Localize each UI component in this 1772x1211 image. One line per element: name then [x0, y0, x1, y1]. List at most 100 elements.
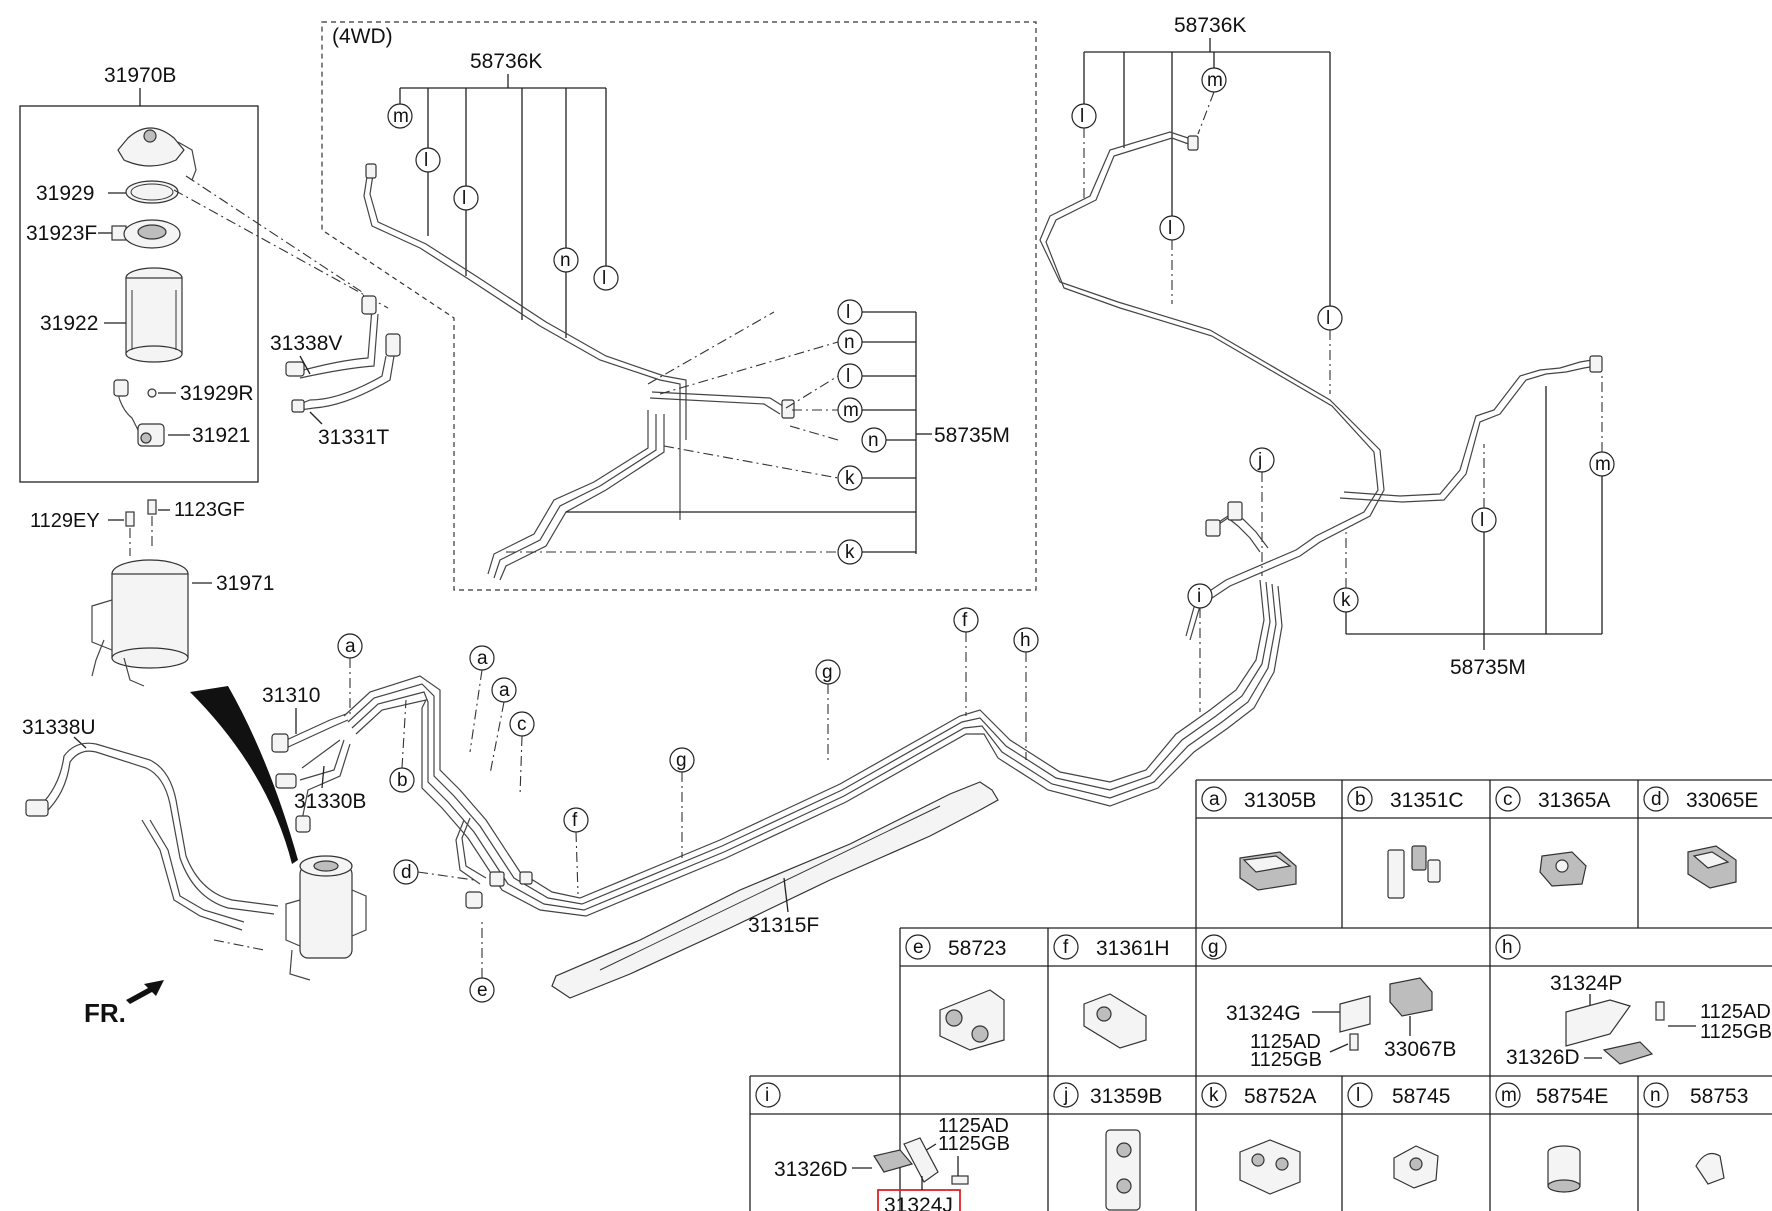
filter-head-part	[117, 127, 197, 181]
callout-l-text: l	[1480, 510, 1484, 531]
fuel-line-protector-part	[551, 781, 999, 999]
callout-l	[453, 185, 479, 211]
legend-part-1125GB: 1125GB	[1700, 1021, 1772, 1043]
legend-part-31305B: 31305B	[1244, 789, 1316, 812]
legend-cell-h: h 31324P 1125AD 1125GB 31326D	[1495, 934, 1772, 1069]
part-label-31929: 31929	[36, 182, 94, 205]
legend-letter-a: a	[1209, 789, 1220, 810]
filter-cartridge-part	[125, 267, 183, 363]
legend-part-31324P: 31324P	[1550, 972, 1622, 995]
legend-cell-k: k 58752A	[1201, 1082, 1316, 1195]
legend-table: a 31305B b 31351C c 31365A d 33065E	[749, 779, 1772, 1211]
part-label-58736K-4wd: 58736K	[470, 50, 542, 73]
legend-part-1125AD: 1125AD	[1250, 1031, 1321, 1053]
callout-g-text: g	[822, 662, 833, 683]
callout-l-text: l	[1168, 218, 1172, 239]
callout-f-text: f	[572, 810, 578, 831]
legend-letter-l: l	[1356, 1085, 1360, 1106]
part-label-31923F: 31923F	[26, 222, 97, 245]
screw-part	[147, 499, 157, 515]
callout-e-text: e	[477, 980, 488, 1001]
legend-part-1125AD: 1125AD	[1700, 1001, 1771, 1023]
water-sensor-part	[113, 379, 165, 447]
legend-part-31324G: 31324G	[1226, 1002, 1301, 1025]
legend-part-58745: 58745	[1392, 1085, 1450, 1108]
filter-kit-box	[19, 105, 259, 483]
callout-b-text: b	[397, 770, 408, 791]
legend-cell-a: a 31305B	[1201, 786, 1316, 891]
legend-cell-i: i 1125AD 1125GB 31326D 31324J	[755, 1082, 1010, 1211]
legend-part-1125AD: 1125AD	[938, 1115, 1009, 1137]
callout-m	[387, 103, 413, 129]
legend-cell-c: c 31365A	[1495, 786, 1610, 887]
legend-cell-g: g 31324G 1125AD 1125GB 33067B	[1201, 934, 1456, 1071]
legend-cell-l: l 58745	[1347, 1082, 1450, 1189]
part-label-31338U: 31338U	[22, 716, 96, 739]
legend-part-31359B: 31359B	[1090, 1085, 1162, 1108]
part-label-58735M-4wd: 58735M	[934, 424, 1010, 447]
legend-cell-b: b 31351C	[1347, 786, 1464, 899]
filter-cap-part	[111, 219, 181, 249]
callout-a-text: a	[477, 648, 488, 669]
part-label-31921: 31921	[192, 424, 250, 447]
legend-letter-m: m	[1501, 1085, 1517, 1106]
connection-indicator-arrow	[190, 686, 298, 864]
callout-n	[553, 247, 579, 273]
callout-n-text: n	[844, 332, 855, 353]
small-o-ring-part	[147, 388, 157, 398]
callout-m-text: m	[843, 400, 859, 421]
part-label-31929R: 31929R	[180, 382, 254, 405]
part-label-58736K-rear: 58736K	[1174, 14, 1246, 37]
rear-brake-line-group: 58736K l m l l j k	[1039, 14, 1615, 679]
callout-d-text: d	[401, 862, 412, 883]
callout-k-text: k	[845, 468, 855, 489]
part-label-1123GF: 1123GF	[174, 499, 245, 521]
part-label-31338V: 31338V	[270, 332, 342, 355]
legend-part-31351C: 31351C	[1390, 789, 1464, 812]
bolt-part	[125, 511, 135, 527]
legend-part-58753: 58753	[1690, 1085, 1748, 1108]
callout-k-text: k	[845, 542, 855, 563]
highlighted-part-box	[877, 1189, 961, 1211]
callout-l-text: l	[1080, 106, 1084, 127]
callout-m-text: m	[1595, 454, 1611, 475]
callout-j-text: j	[1257, 450, 1262, 471]
callout-c-text: c	[517, 714, 527, 735]
part-label-31922: 31922	[40, 312, 98, 335]
hose-group-31338V: 31338V 31331T	[173, 175, 401, 449]
legend-letter-c: c	[1503, 789, 1513, 810]
main-fuel-line-bundle: a a a b c d e f g g f h i	[262, 579, 1283, 1003]
callout-l-text: l	[846, 366, 850, 387]
callout-m-text: m	[393, 106, 409, 127]
legend-letter-k: k	[1209, 1085, 1219, 1106]
legend-part-1125GB: 1125GB	[938, 1133, 1010, 1155]
legend-part-1125GB: 1125GB	[1250, 1049, 1322, 1071]
callout-a-text: a	[345, 636, 356, 657]
callout-n-text: n	[560, 250, 571, 271]
legend-letter-h: h	[1502, 937, 1513, 958]
front-label: FR.	[84, 998, 126, 1028]
legend-part-31326D: 31326D	[774, 1158, 848, 1181]
legend-part-31324J: 31324J	[884, 1194, 953, 1211]
callout-m-text: m	[1207, 70, 1223, 91]
part-label-31331T: 31331T	[318, 426, 389, 449]
part-label-31315F: 31315F	[748, 914, 819, 937]
callout-l-text: l	[462, 188, 466, 209]
legend-part-33067B: 33067B	[1384, 1038, 1456, 1061]
part-label-31971: 31971	[216, 572, 274, 595]
legend-cell-m: m 58754E	[1495, 1082, 1608, 1193]
part-label-58735M-rear: 58735M	[1450, 656, 1526, 679]
filter-bracket-group: 1129EY 1123GF 31971	[30, 499, 274, 687]
callout-a-text: a	[499, 680, 510, 701]
part-label-31330B: 31330B	[294, 790, 366, 813]
legend-cell-d: d 33065E	[1643, 786, 1758, 889]
legend-part-58754E: 58754E	[1536, 1085, 1608, 1108]
legend-part-31326D: 31326D	[1506, 1046, 1580, 1069]
callout-g-text: g	[676, 750, 687, 771]
legend-letter-b: b	[1355, 789, 1366, 810]
legend-letter-g: g	[1208, 937, 1219, 958]
callout-l-text: l	[846, 302, 850, 323]
part-label-1129EY: 1129EY	[30, 510, 100, 532]
4wd-section: (4WD) 58736K m l l n l	[321, 21, 1037, 591]
callout-i-text: i	[1197, 586, 1201, 607]
